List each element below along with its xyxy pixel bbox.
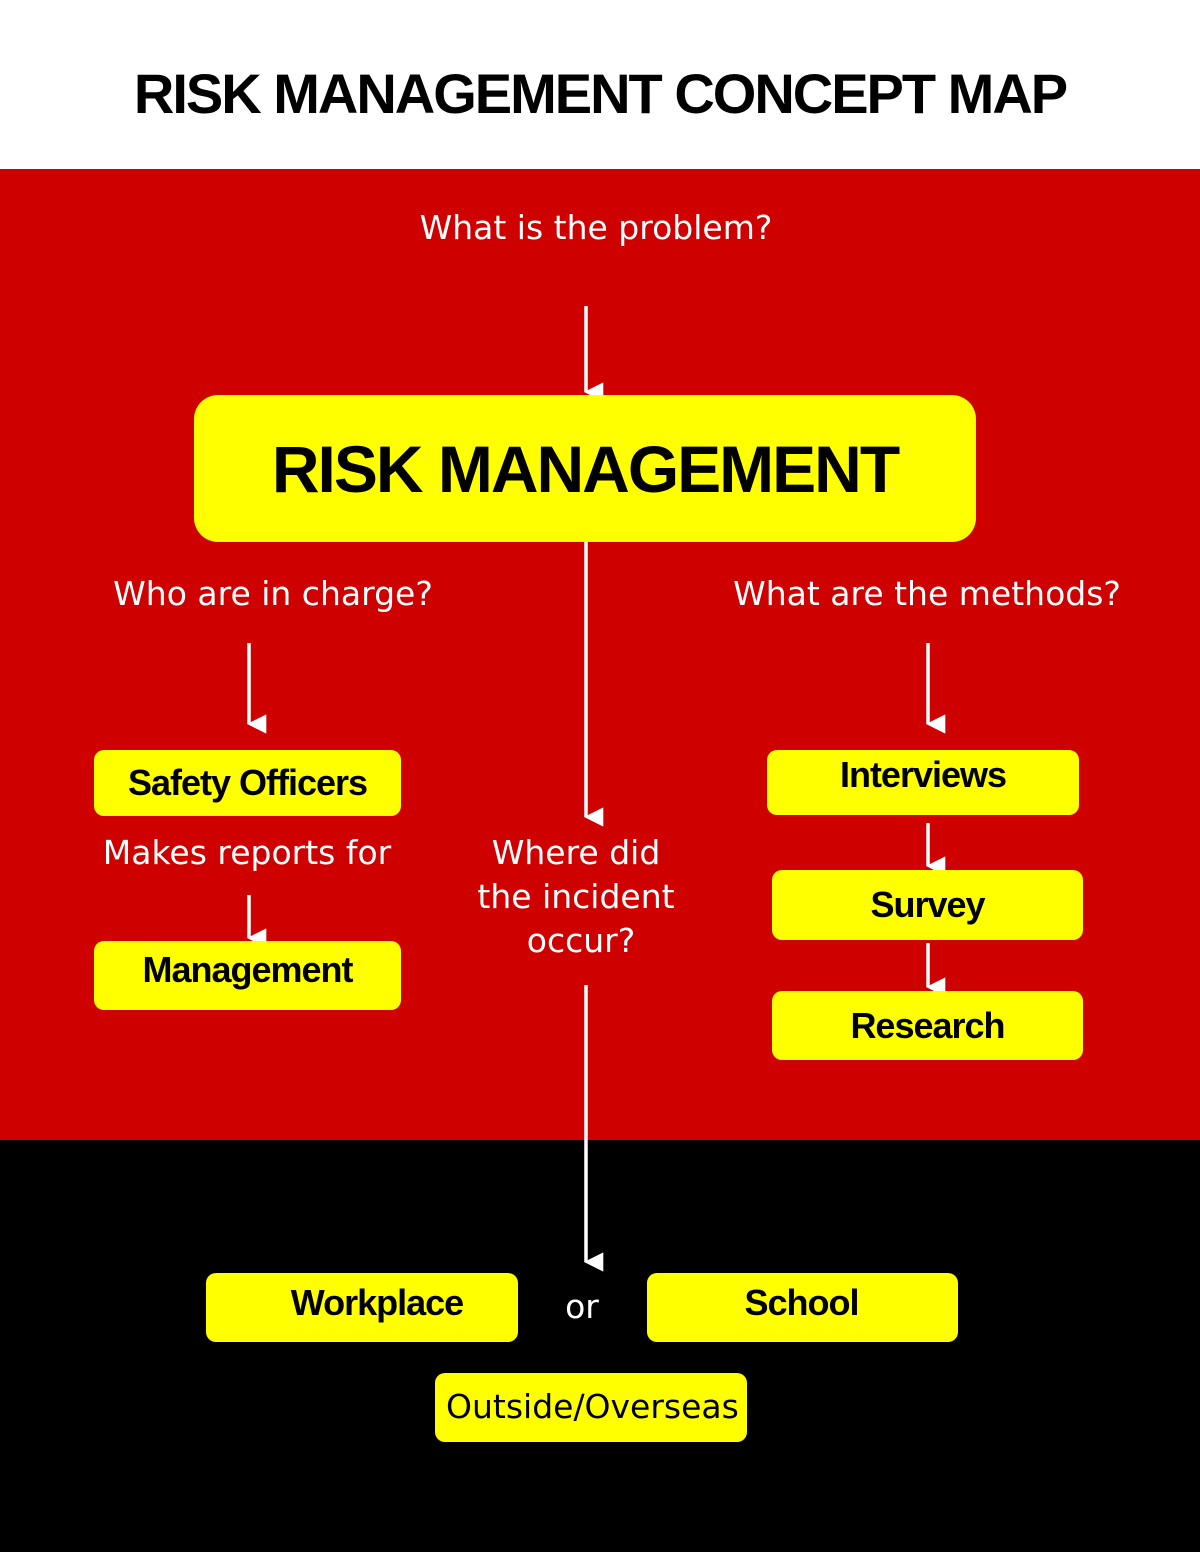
label-what-are-the-methods: What are the methods? [733, 574, 1121, 613]
node-survey: Survey [772, 870, 1083, 940]
node-research: Research [772, 991, 1083, 1060]
label-what-is-the-problem: What is the problem? [419, 208, 773, 247]
node-management: Management [94, 941, 401, 1010]
page-title: RISK MANAGEMENT CONCEPT MAP [133, 62, 1068, 125]
node-outside-overseas: Outside/Overseas [435, 1373, 747, 1442]
label-who-are-in-charge: Who are in charge? [113, 574, 433, 613]
footer-band [0, 1140, 1200, 1552]
label-occur: occur? [526, 921, 636, 960]
node-school: School [647, 1273, 958, 1342]
label-makes-reports-for: Makes reports for [102, 833, 392, 872]
header-band [0, 0, 1200, 169]
node-workplace: Workplace [206, 1273, 518, 1342]
central-node-risk-management: RISK MANAGEMENT [194, 395, 976, 542]
label-the-incident: the incident [477, 877, 675, 916]
node-safety-officers: Safety Officers [94, 750, 401, 816]
label-or: or [565, 1287, 599, 1326]
label-where-did: Where did [491, 833, 661, 872]
node-interviews: Interviews [767, 750, 1079, 815]
